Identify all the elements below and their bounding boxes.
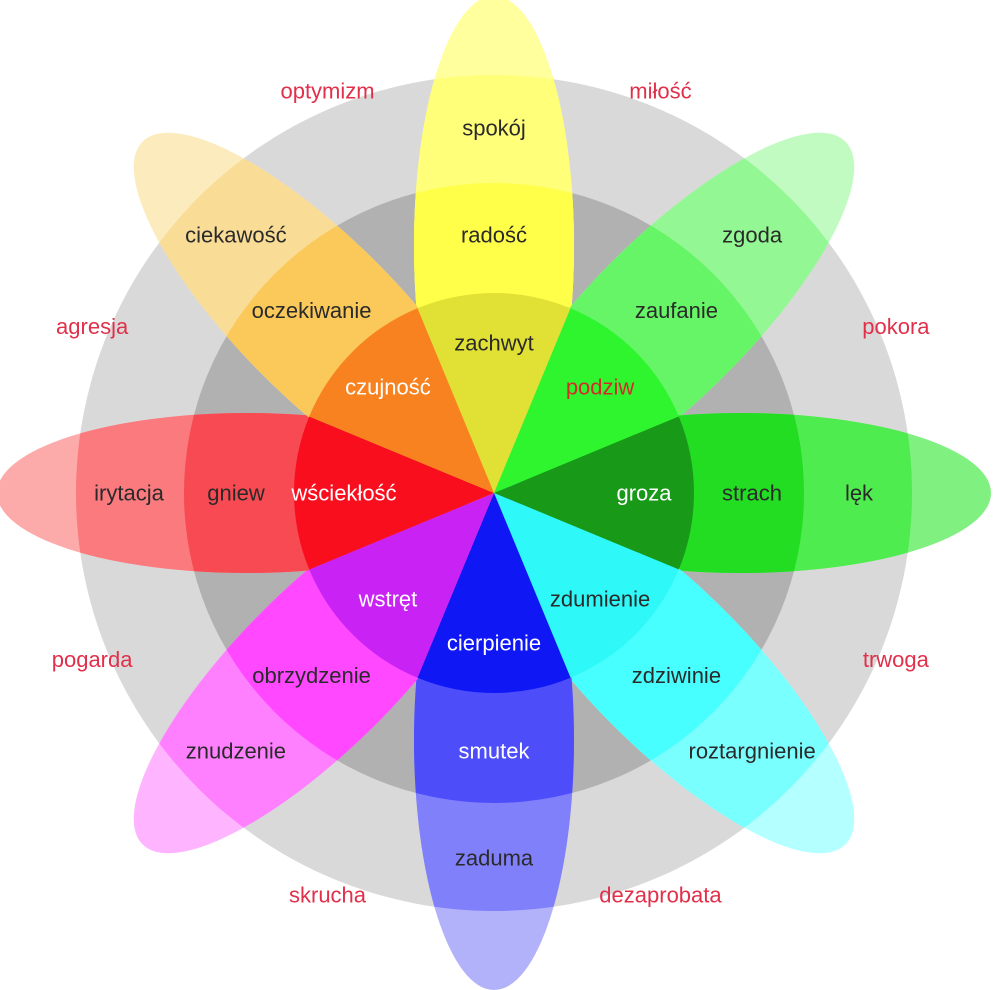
trust-core-wedge xyxy=(494,308,679,493)
emotion-label: strach xyxy=(722,481,782,506)
emotion-label: smutek xyxy=(459,739,531,764)
emotion-label: znudzenie xyxy=(186,739,286,764)
dyad-label: pogarda xyxy=(52,647,134,672)
emotion-label: groza xyxy=(616,481,672,506)
dyad-label: miłość xyxy=(629,79,691,104)
dyad-label: pokora xyxy=(862,314,930,339)
emotion-label: irytacja xyxy=(94,481,164,506)
fear-core-wedge xyxy=(494,416,694,570)
dyad-label: agresja xyxy=(56,314,129,339)
disgust-core-wedge xyxy=(309,493,494,678)
emotion-label: gniew xyxy=(207,481,265,506)
emotion-label: czujność xyxy=(345,374,431,399)
emotion-label: wściekłość xyxy=(290,481,396,506)
core-wedges xyxy=(294,293,694,693)
emotion-label: podziw xyxy=(566,374,635,399)
anger-core-wedge xyxy=(294,416,494,570)
surprise-core-wedge xyxy=(494,493,679,678)
dyad-label: skrucha xyxy=(289,882,367,907)
emotion-label: zaufanie xyxy=(635,298,718,323)
dyad-label: dezaprobata xyxy=(599,882,722,907)
emotion-label: lęk xyxy=(845,481,874,506)
anticipation-core-wedge xyxy=(309,308,494,493)
emotion-label: wstręt xyxy=(358,587,418,612)
emotion-label: cierpienie xyxy=(447,631,541,656)
dyad-label: trwoga xyxy=(863,647,930,672)
emotion-label: oczekiwanie xyxy=(252,298,372,323)
joy-core-wedge xyxy=(417,293,571,493)
emotion-label: zdumienie xyxy=(550,587,650,612)
emotion-label: ciekawość xyxy=(185,222,286,247)
emotion-labels: spokój radość zachwyt zgoda zaufanie podziw lę… xyxy=(94,116,874,871)
emotion-label: radość xyxy=(461,223,527,248)
dyad-labels: miłość pokora trwoga dezaprobata skrucha poga… xyxy=(52,79,931,908)
emotion-label: zaduma xyxy=(455,846,534,871)
emotion-label: zdziwinie xyxy=(632,663,721,688)
emotion-label: spokój xyxy=(462,116,526,141)
emotion-label: zgoda xyxy=(722,222,783,247)
emotion-label: roztargnienie xyxy=(689,739,816,764)
sadness-core-wedge xyxy=(417,493,571,693)
emotion-label: zachwyt xyxy=(454,331,533,356)
dyad-label: optymizm xyxy=(280,79,374,104)
emotion-label: obrzydzenie xyxy=(252,663,371,688)
